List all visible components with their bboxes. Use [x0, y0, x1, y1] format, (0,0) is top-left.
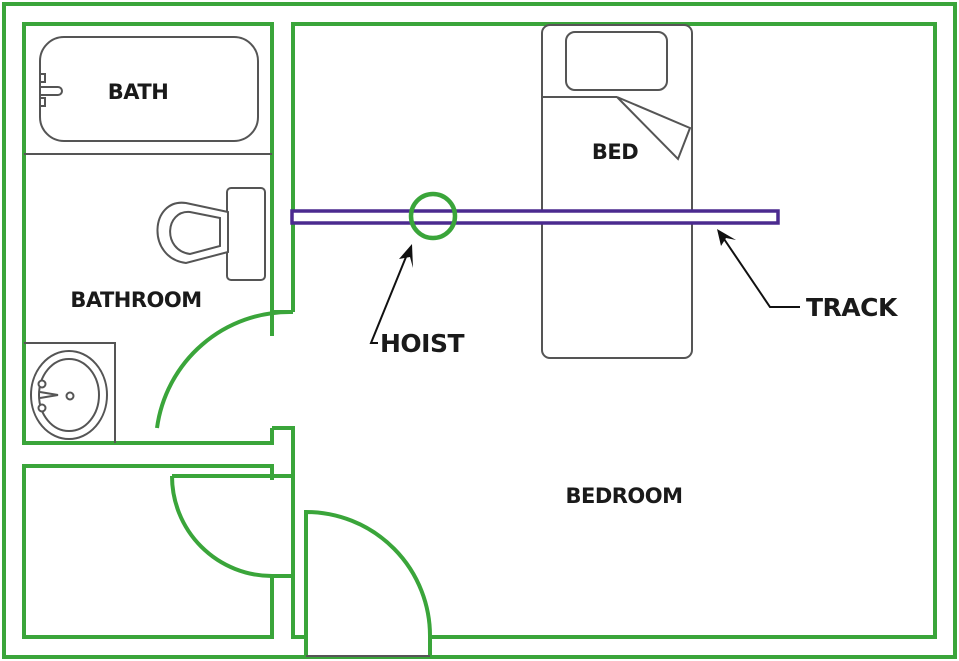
bath-tap-handle-icon — [39, 97, 46, 107]
closet-door-swing — [170, 475, 273, 578]
hoist-icon — [408, 191, 458, 241]
bath-label: BATH — [108, 80, 169, 104]
bed — [541, 24, 693, 359]
sink-tap-icon — [37, 403, 47, 413]
bath-tap-handle-icon — [39, 73, 46, 83]
bed-label: BED — [592, 140, 638, 164]
bathroom-label: BATHROOM — [70, 288, 201, 312]
bathroom-wall — [22, 22, 274, 445]
track-arrowhead-icon — [717, 229, 736, 246]
bathroom-door-swing — [155, 309, 292, 429]
bedroom-wall — [291, 22, 937, 639]
toilet-cistern — [226, 187, 266, 281]
toilet-seat — [169, 210, 221, 256]
bedroom-label: BEDROOM — [565, 484, 682, 508]
hoist-label: HOIST — [380, 329, 464, 358]
pillow — [565, 31, 668, 91]
closet-wall — [22, 464, 274, 639]
bathtub — [39, 36, 259, 142]
sink-bowl — [38, 358, 100, 432]
vanity-counter — [24, 342, 116, 443]
entrance-door-swing — [304, 509, 433, 657]
bath-tap-icon — [40, 86, 63, 96]
bedroom-wall-lower — [291, 443, 306, 639]
track-label: TRACK — [806, 293, 899, 322]
bathroom-door-jamb — [272, 426, 295, 443]
track-leader-line — [721, 235, 800, 308]
sink-tap-icon — [37, 379, 47, 389]
hoist-track — [290, 209, 780, 225]
hoist-leader-line — [369, 251, 409, 344]
sink-drain-icon — [65, 391, 75, 401]
sheet-fold — [616, 96, 692, 161]
sink-spout-icon — [39, 391, 59, 399]
hoist-arrowhead-icon — [399, 244, 413, 268]
